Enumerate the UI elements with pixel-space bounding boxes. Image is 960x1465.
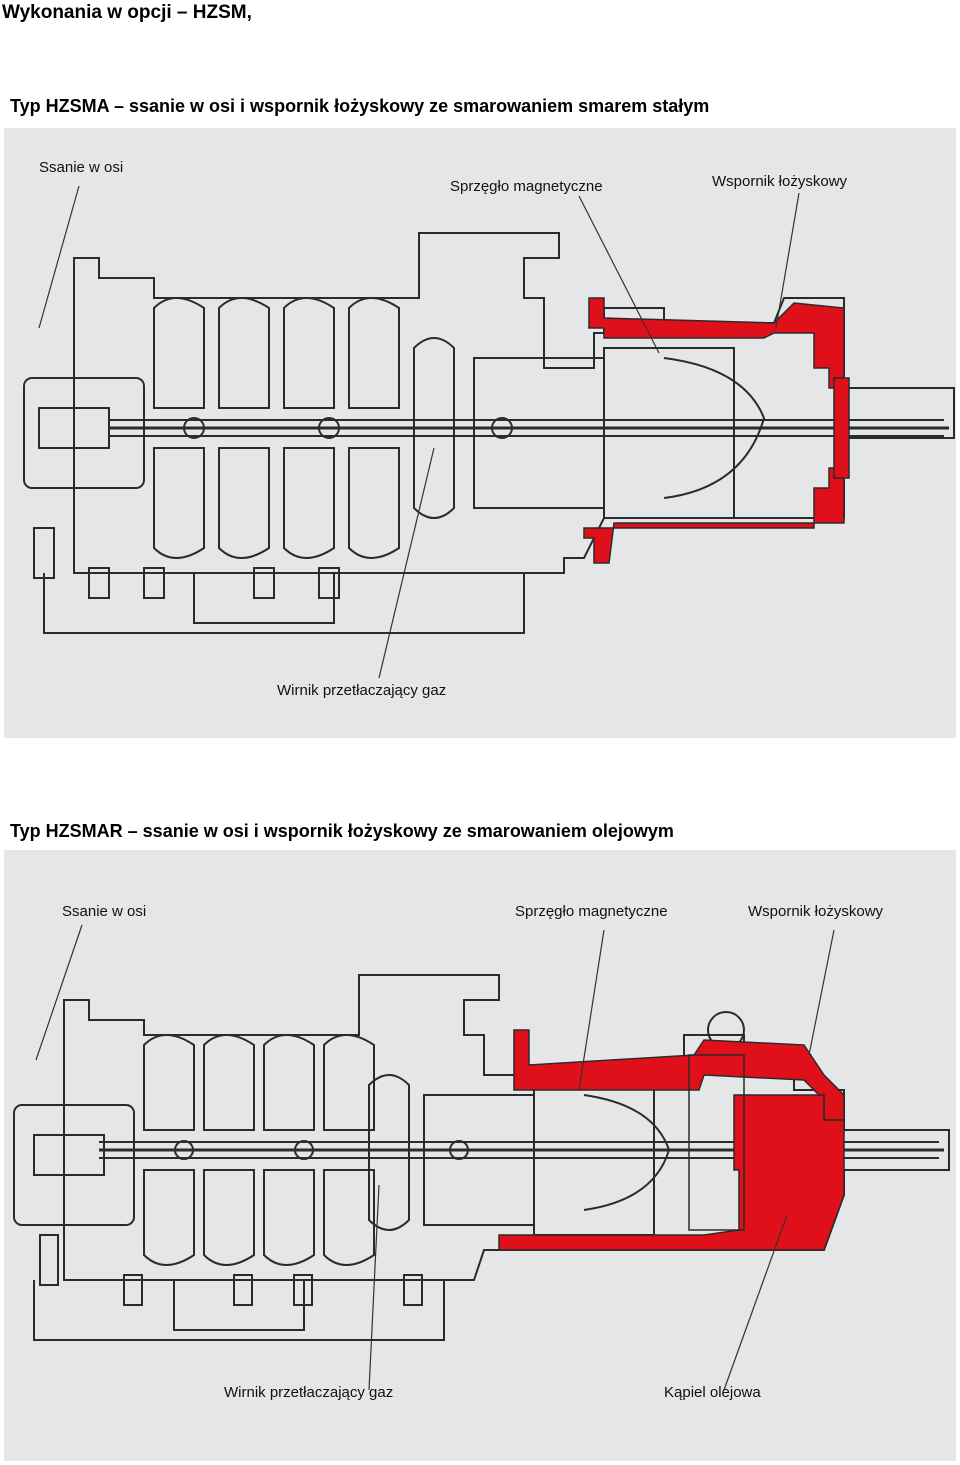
bearing-bracket-highlight [583,297,850,564]
callout-bracket: Wspornik łożyskowy [712,173,848,190]
pump-drawing-hzsmar [13,924,950,1391]
callout-impeller: Wirnik przetłaczający gaz [224,1384,394,1401]
figure1-title: Typ HZSMA – ssanie w osi i wspornik łoży… [10,96,710,116]
section-title: Wykonania w opcji – HZSM, [2,2,252,23]
callout-bracket: Wspornik łożyskowy [748,903,884,920]
callout-impeller: Wirnik przetłaczający gaz [277,682,447,699]
pump-drawing-hzsma [23,185,955,679]
callout-coupling: Sprzęgło magnetyczne [515,903,668,920]
callout-suction: Ssanie w osi [39,159,124,176]
figure1-panel: Ssanie w osi Sprzęgło magnetyczne Wsporn… [4,128,956,738]
figure2-title: Typ HZSMAR – ssanie w osi i wspornik łoż… [10,821,674,841]
callout-suction: Ssanie w osi [62,903,147,920]
bearing-bracket-highlight [498,1029,845,1251]
callout-coupling: Sprzęgło magnetyczne [450,178,603,195]
figure2-panel: Ssanie w osi Sprzęgło magnetyczne Wsporn… [4,850,956,1461]
callout-oil-bath: Kąpiel olejowa [664,1384,761,1401]
